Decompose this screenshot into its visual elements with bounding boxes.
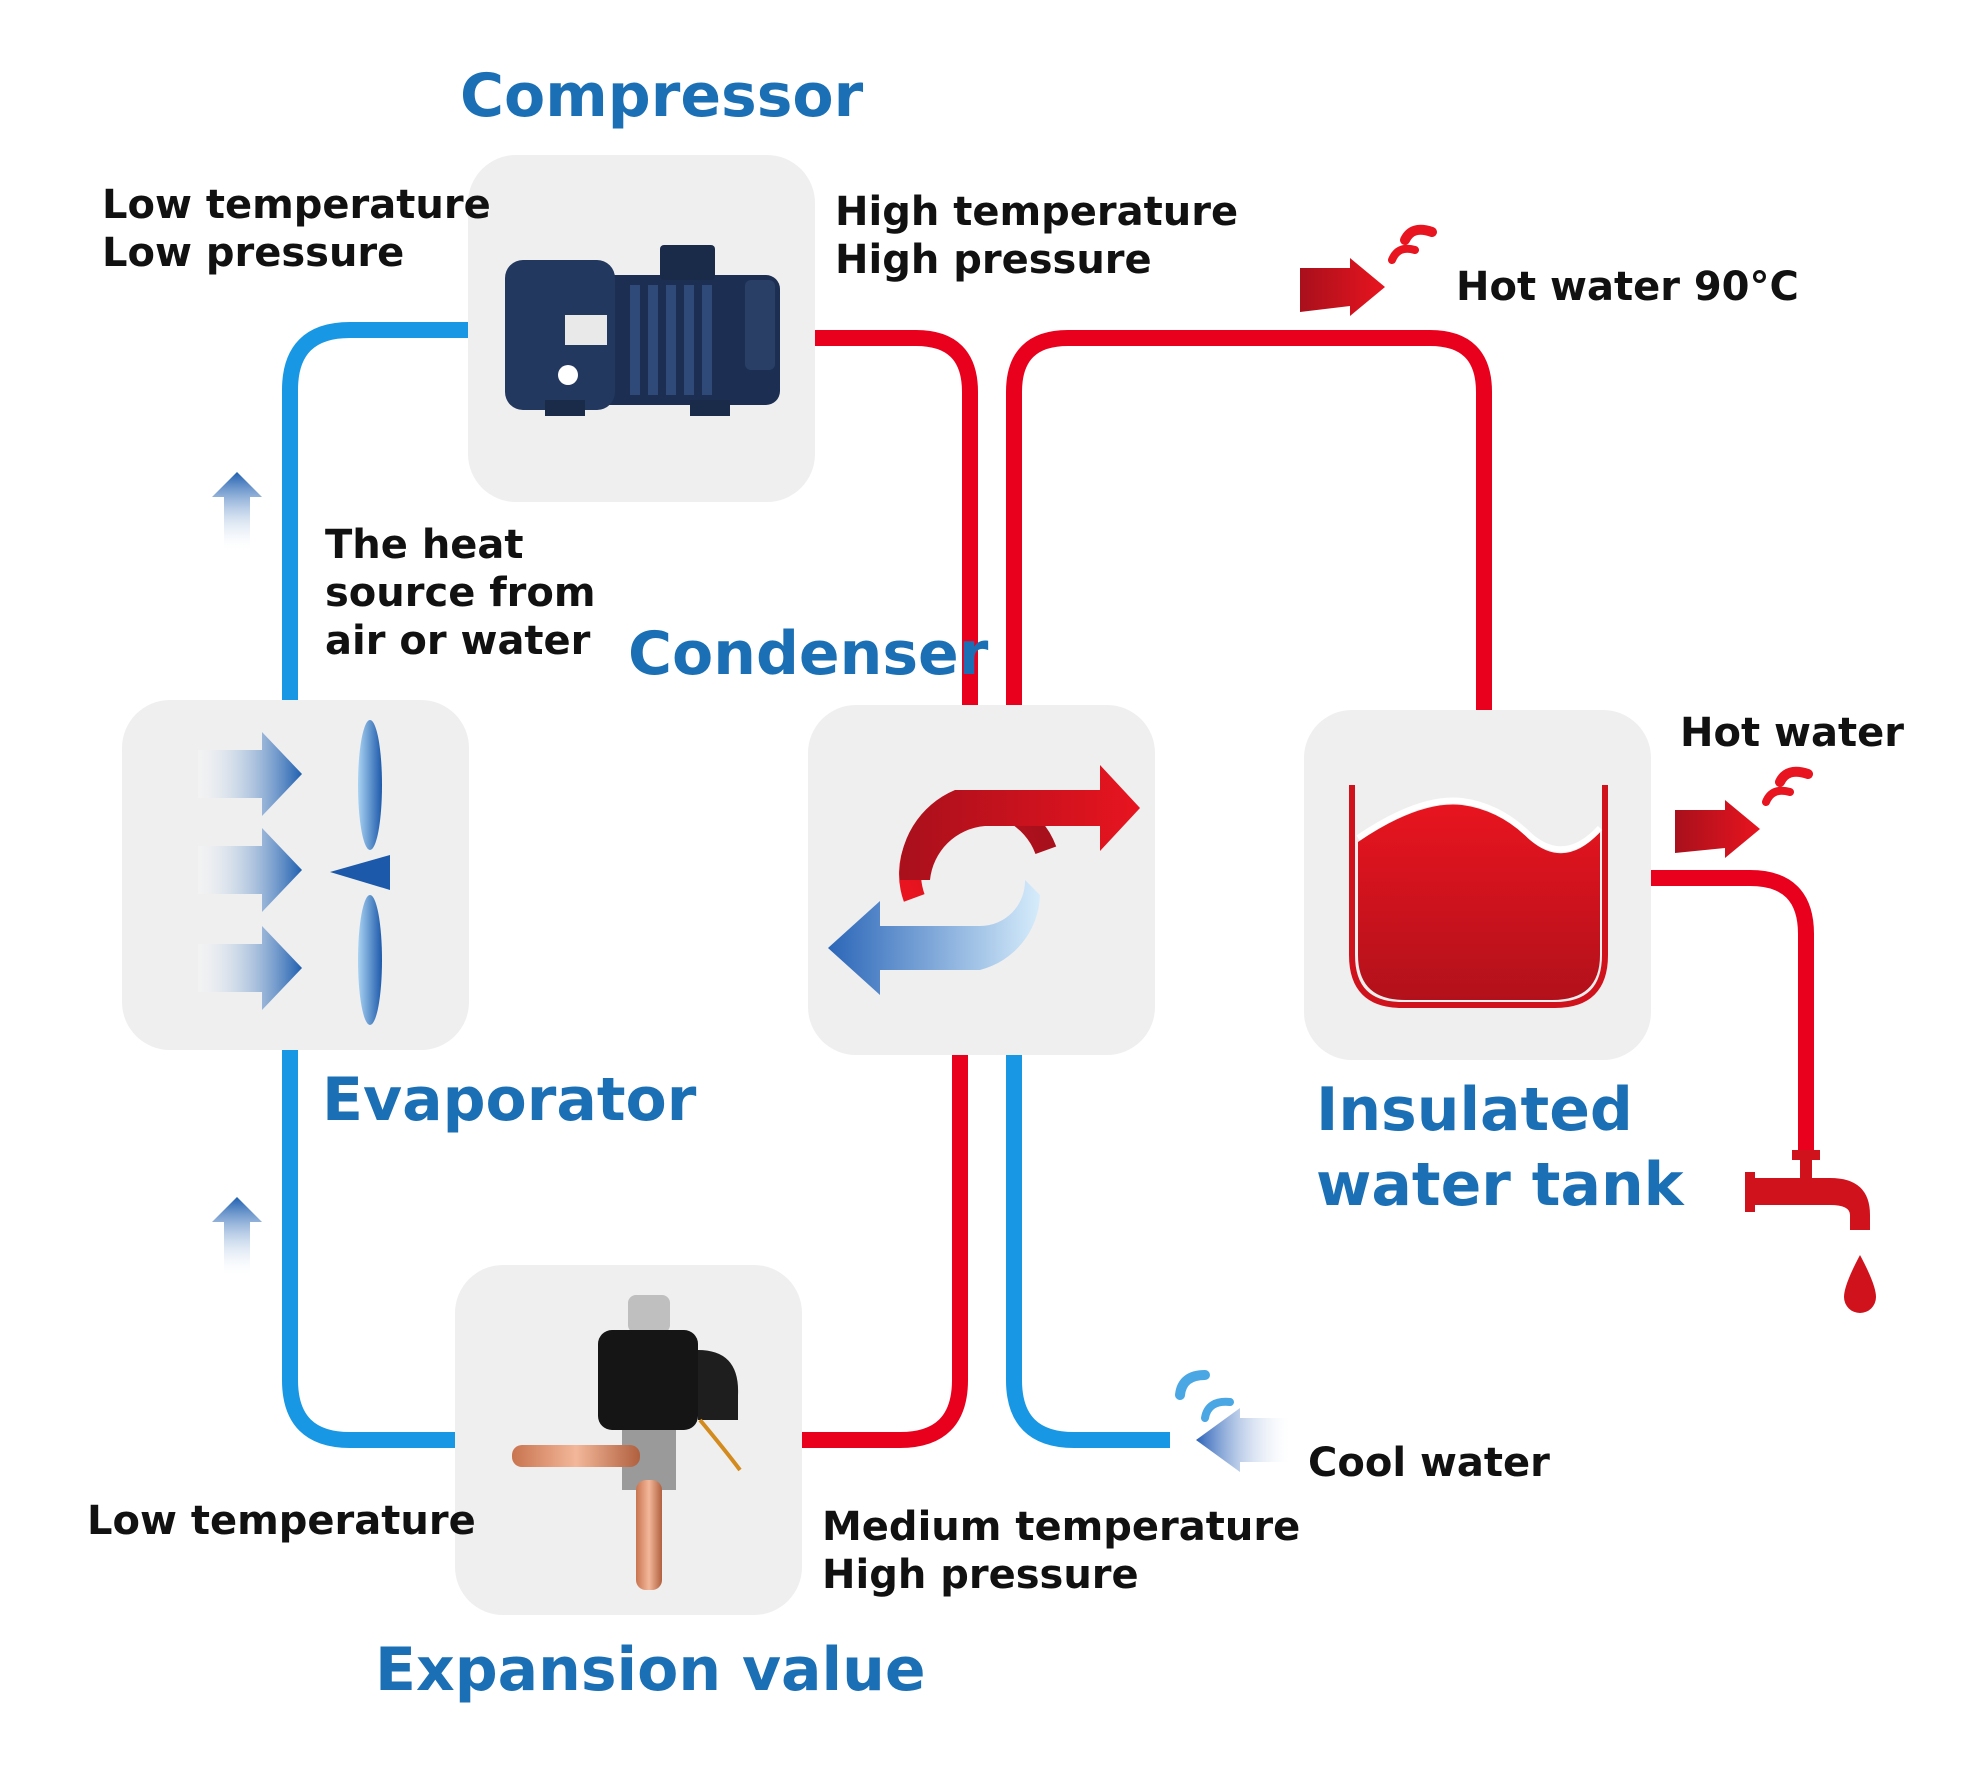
hot-water-label: Hot water [1680, 710, 1904, 756]
water-drop-icon [1844, 1255, 1876, 1313]
water-tank-icon [1349, 785, 1608, 1008]
heat-source-arrow-upper-icon [212, 472, 262, 550]
hot-water-out-arrow-icon [1300, 224, 1437, 316]
expansion-out-label: Low temperature [87, 1498, 476, 1544]
refrigerant-loop-red [800, 330, 1814, 1448]
pipe-condenser-to-cool-water [1006, 1055, 1170, 1448]
tank-title-line1: Insulated [1316, 1075, 1633, 1145]
evaporator-title: Evaporator [322, 1065, 697, 1135]
expansion-in-label-1: Medium temperature [822, 1504, 1300, 1550]
hot-water-90-label: Hot water 90°C [1456, 264, 1799, 310]
cool-water-in-arrow-icon [1175, 1370, 1290, 1472]
compressor-in-label-2: Low pressure [102, 230, 404, 276]
pipe-condenser-to-tank [1006, 330, 1492, 710]
tank-title-line2: water tank [1316, 1150, 1686, 1220]
cool-water-label: Cool water [1308, 1440, 1550, 1486]
compressor-out-label-1: High temperature [835, 189, 1238, 235]
compressor-in-label-1: Low temperature [102, 182, 491, 228]
compressor-title: Compressor [460, 61, 864, 131]
expansion-in-label-2: High pressure [822, 1552, 1139, 1598]
fan-icon [198, 720, 390, 1025]
pipe-compressor-to-evaporator [282, 322, 468, 700]
condenser-title: Condenser [628, 619, 989, 689]
compressor-out-label-2: High pressure [835, 237, 1152, 283]
heat-source-arrow-lower-icon [212, 1197, 262, 1275]
heat-exchange-icon [828, 765, 1140, 995]
condenser-panel [808, 705, 1155, 1055]
refrigerant-loop-blue [282, 322, 1170, 1448]
pipe-tank-to-faucet [1650, 870, 1814, 1150]
airflow-arrow-icon [198, 732, 302, 1010]
hot-water-tap-arrow-icon [1675, 766, 1813, 858]
heat-source-label-2: source from [325, 570, 596, 616]
pipe-condenser-to-expansion [800, 1055, 968, 1448]
expansion-valve-icon [512, 1295, 742, 1590]
faucet-icon [1745, 1150, 1870, 1230]
heat-source-label-3: air or water [325, 618, 591, 664]
heat-source-label-1: The heat [325, 522, 524, 568]
pipe-compressor-to-condenser [815, 330, 978, 705]
expansion-title: Expansion value [375, 1635, 926, 1705]
compressor-icon [505, 245, 780, 416]
pipe-evaporator-to-expansion [282, 1050, 455, 1448]
